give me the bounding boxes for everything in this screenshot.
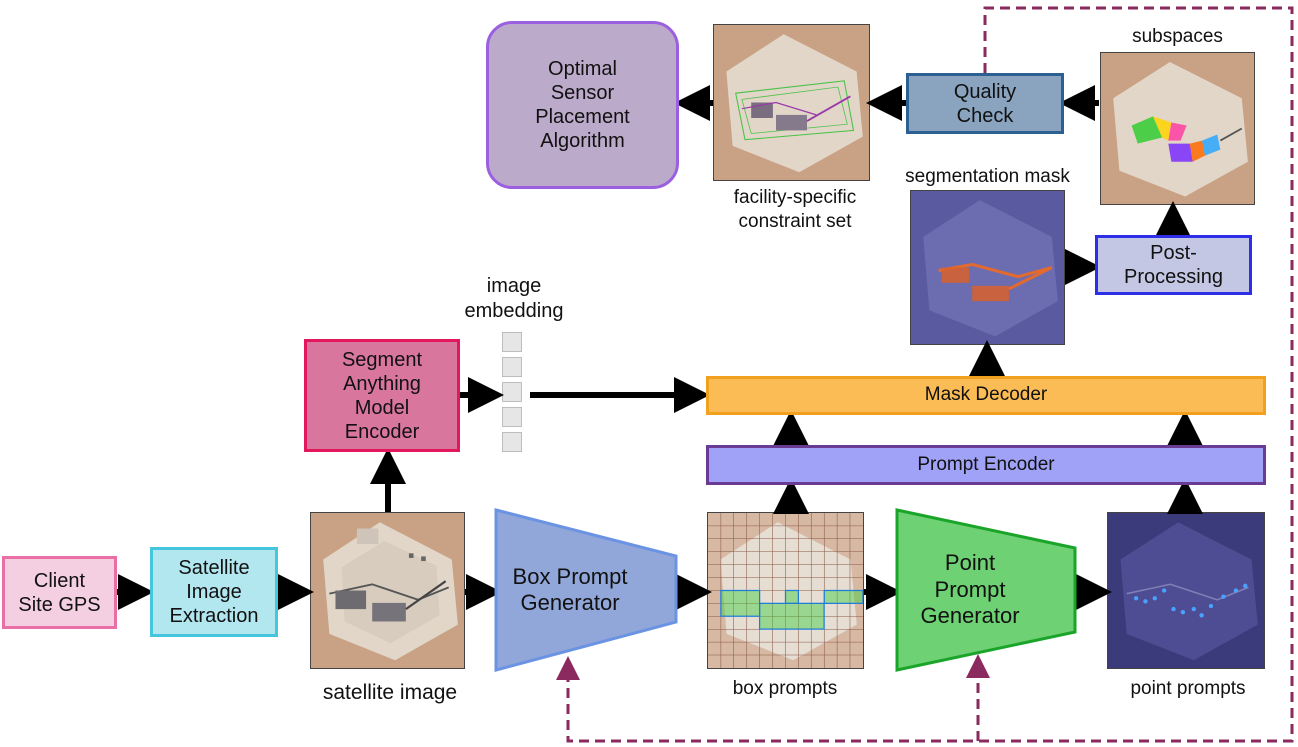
subspaces-image [1100,52,1255,205]
point-prompt-generator-label: Point Prompt Generator [920,550,1020,629]
point-prompts-image [1107,512,1265,669]
client-site-gps-box: Client Site GPS [2,556,117,629]
satellite-image [310,512,465,669]
optimal-sensor-placement-box: Optimal Sensor Placement Algorithm [486,21,679,189]
embedding-cell [502,332,522,352]
caption-point-prompts: point prompts [1130,678,1246,699]
prompt-encoder-box: Prompt Encoder [706,445,1266,485]
feedback-loop-line [556,6,1294,743]
box-prompt-generator-label: Box Prompt Generator [512,563,628,615]
sam-encoder-box: Segment Anything Model Encoder [304,339,460,452]
caption-box-prompts: box prompts [732,678,838,699]
caption-subspaces: subspaces [1132,26,1223,47]
segmentation-mask-image [910,190,1065,345]
caption-satellite-image: satellite image [322,681,458,704]
post-processing-box: Post- Processing [1095,235,1252,295]
box-prompt-generator-shape [494,508,678,672]
point-prompt-generator-shape [895,508,1077,672]
embedding-cell [502,357,522,377]
caption-constraint-set: facility-specific constraint set [733,187,857,232]
embedding-cell [502,407,522,427]
box-prompts-image [707,512,864,669]
embedding-cell [502,432,522,452]
constraint-set-image [713,24,870,181]
mask-decoder-box: Mask Decoder [706,376,1266,415]
quality-check-box: Quality Check [906,73,1064,134]
caption-segmentation-mask: segmentation mask [905,166,1070,187]
satellite-image-extraction-box: Satellite Image Extraction [150,547,278,637]
caption-image-embedding: image embedding [464,275,564,322]
